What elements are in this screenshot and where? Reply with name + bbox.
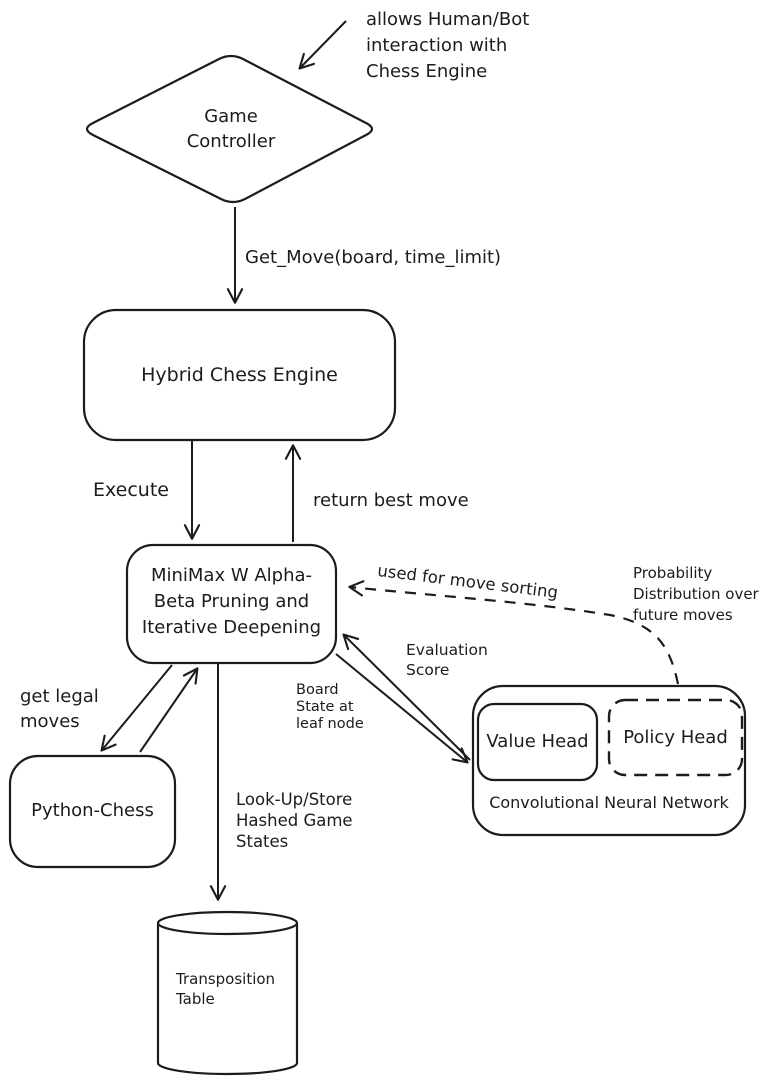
note-probability-distribution: Probability Distribution over future mov… xyxy=(633,564,759,624)
python-chess-box xyxy=(8,754,177,869)
game-controller-label: Game Controller xyxy=(186,106,276,152)
policy-head-box xyxy=(607,698,744,777)
edge-label-return-best-move: return best move xyxy=(313,490,469,511)
value-head-label: Value Head xyxy=(486,731,589,752)
arrow-minimax-to-python xyxy=(100,664,173,752)
minimax-label: MiniMax W Alpha- Beta Pruning and Iterat… xyxy=(141,565,322,638)
transposition-cylinder-body xyxy=(156,923,299,1076)
policy-head-label: Policy Head xyxy=(623,726,728,748)
value-head-box xyxy=(476,702,599,782)
python-chess-label: Python-Chess xyxy=(31,800,154,821)
edge-label-get-legal-moves: get legal moves xyxy=(20,686,99,732)
game-controller-diamond xyxy=(85,54,374,204)
edge-label-board-state: Board State at leaf node xyxy=(296,682,364,732)
arrow-boardstate-to-cnn xyxy=(335,653,469,764)
arrow-eval-to-minimax xyxy=(342,633,471,761)
hybrid-chess-engine-box xyxy=(82,308,397,442)
edge-label-evaluation-score: Evaluation Score xyxy=(406,641,488,679)
arrow-note-to-controller xyxy=(298,20,347,70)
edge-label-execute: Execute xyxy=(93,479,169,501)
note-controller-interaction: allows Human/Bot interaction with Chess … xyxy=(366,9,530,82)
edge-label-lookup-store: Look-Up/Store Hashed Game States xyxy=(236,790,353,851)
transposition-table-label: Transposition Table xyxy=(176,970,276,1008)
edge-label-get-move: Get_Move(board, time_limit) xyxy=(245,247,502,268)
transposition-cylinder-top xyxy=(156,910,299,936)
arrow-python-to-minimax xyxy=(139,667,199,753)
minimax-box xyxy=(125,543,338,665)
cnn-label: Convolutional Neural Network xyxy=(489,793,729,812)
arrow-policy-to-minimax-dashed xyxy=(348,580,680,685)
hybrid-chess-engine-label: Hybrid Chess Engine xyxy=(141,364,338,386)
